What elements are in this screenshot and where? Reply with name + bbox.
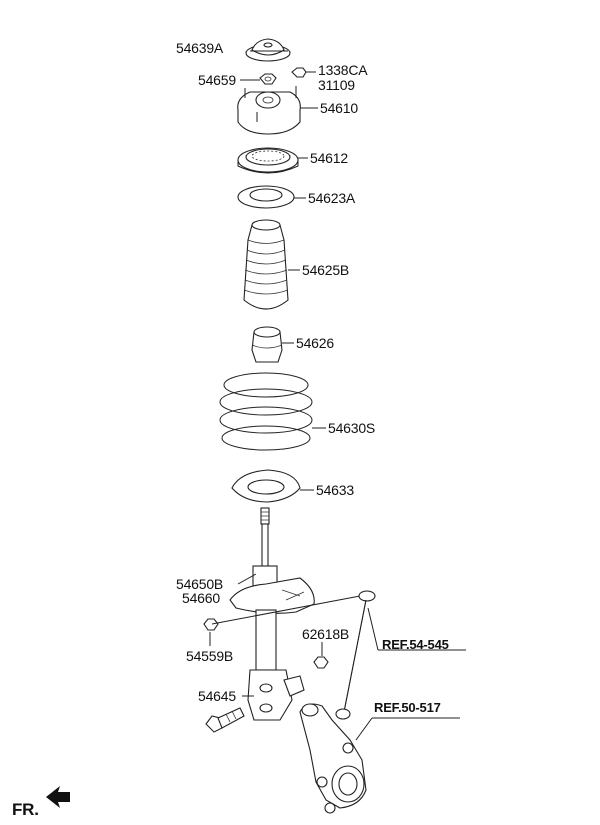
part-62618B-nut xyxy=(313,656,329,669)
label-54623A: 54623A xyxy=(308,190,356,206)
label-54650B: 54650B xyxy=(176,576,224,592)
label-54559B: 54559B xyxy=(186,648,234,664)
label-1338CA: 1338CA xyxy=(318,62,368,78)
stabilizer-link xyxy=(211,590,376,720)
reference-54-545[interactable]: REF.54-545 xyxy=(382,637,449,652)
part-54626-bumper xyxy=(251,326,283,363)
label-54660: 54660 xyxy=(182,590,220,606)
label-54626: 54626 xyxy=(296,335,334,351)
front-direction-label: FR. xyxy=(12,800,39,819)
part-54633-lower-seat xyxy=(231,469,301,503)
part-54645-bolt xyxy=(205,707,245,733)
label-54633: 54633 xyxy=(316,482,354,498)
label-54639A: 54639A xyxy=(176,40,224,56)
part-54612-bearing xyxy=(237,147,299,174)
label-31109: 31109 xyxy=(318,77,355,93)
label-62618B: 62618B xyxy=(302,626,350,642)
label-54659: 54659 xyxy=(198,72,236,88)
part-54659-nut xyxy=(259,73,277,85)
part-54639A-cap xyxy=(245,38,291,62)
label-54645: 54645 xyxy=(198,688,236,704)
label-54630S: 54630S xyxy=(328,420,376,436)
label-54610: 54610 xyxy=(320,100,358,116)
part-54625B-boot xyxy=(243,219,289,310)
label-54612: 54612 xyxy=(310,150,348,166)
part-54630S-spring xyxy=(219,372,313,451)
part-54610-mount xyxy=(237,86,301,135)
part-54559B-nut xyxy=(203,618,219,631)
part-54623A-seat xyxy=(237,185,295,209)
steering-knuckle xyxy=(299,703,367,814)
label-54625B: 54625B xyxy=(302,262,350,278)
reference-50-517[interactable]: REF.50-517 xyxy=(374,700,441,715)
arrow-left-icon xyxy=(46,786,70,808)
part-1338CA-nut xyxy=(291,67,307,78)
part-54650B-strut xyxy=(229,507,315,721)
leader-lines xyxy=(209,50,466,741)
